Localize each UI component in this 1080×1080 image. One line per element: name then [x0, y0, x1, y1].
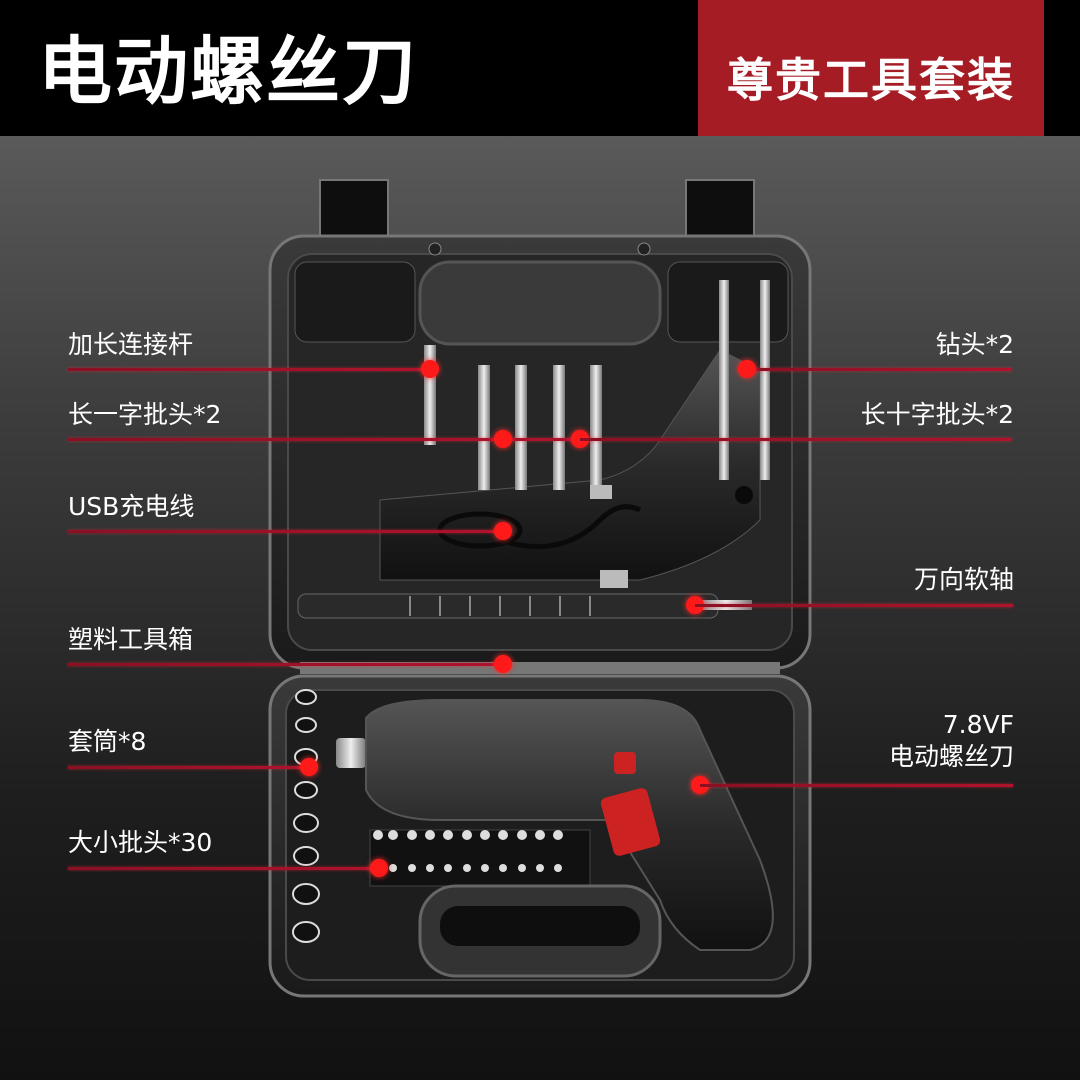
callout-line-sockets [68, 766, 308, 769]
label-drill-bits: 钻头*2 [935, 330, 1014, 359]
badge-label: 尊贵工具套装 [727, 53, 1015, 107]
callout-line-plastic-case [68, 663, 502, 666]
callout-line-drill-bits [746, 368, 1012, 371]
label-small-bits: 大小批头*30 [68, 828, 213, 857]
callout-line-flex-shaft [695, 604, 1013, 607]
sockets [292, 689, 320, 943]
callout-dot-plastic-case [494, 655, 512, 673]
callout-dot-usb-cable [494, 522, 512, 540]
label-usb-cable: USB充电线 [68, 492, 195, 521]
premium-kit-badge: 尊贵工具套装 [698, 0, 1044, 145]
callout-dot-extension-rod [421, 360, 439, 378]
label-extension-rod: 加长连接杆 [68, 330, 194, 359]
callout-line-phillips-bits [580, 438, 1012, 441]
label-voltage: 7.8VF [942, 710, 1014, 739]
callout-line-slotted-bits [68, 438, 580, 441]
callout-line-small-bits [68, 867, 378, 870]
label-slotted-bits: 长一字批头*2 [68, 400, 222, 429]
callout-dot-drill-bits [738, 360, 756, 378]
callout-dot-slotted-bits [494, 430, 512, 448]
latch-tabs [319, 179, 755, 239]
label-phillips-bits: 长十字批头*2 [860, 400, 1014, 429]
callout-dot-small-bits [370, 859, 388, 877]
callout-line-usb-cable [68, 530, 502, 533]
small-bits [373, 830, 563, 872]
label-electric-screwdriver: 电动螺丝刀 [888, 742, 1014, 771]
label-plastic-case: 塑料工具箱 [68, 625, 194, 654]
label-flex-shaft: 万向软轴 [913, 565, 1014, 594]
label-sockets: 套筒*8 [68, 727, 147, 756]
electric-screwdriver [336, 699, 774, 951]
callout-line-screwdriver [700, 784, 1013, 787]
callout-line-extension-rod [68, 368, 430, 371]
callout-dot-sockets [300, 758, 318, 776]
page-title: 电动螺丝刀 [38, 29, 418, 115]
